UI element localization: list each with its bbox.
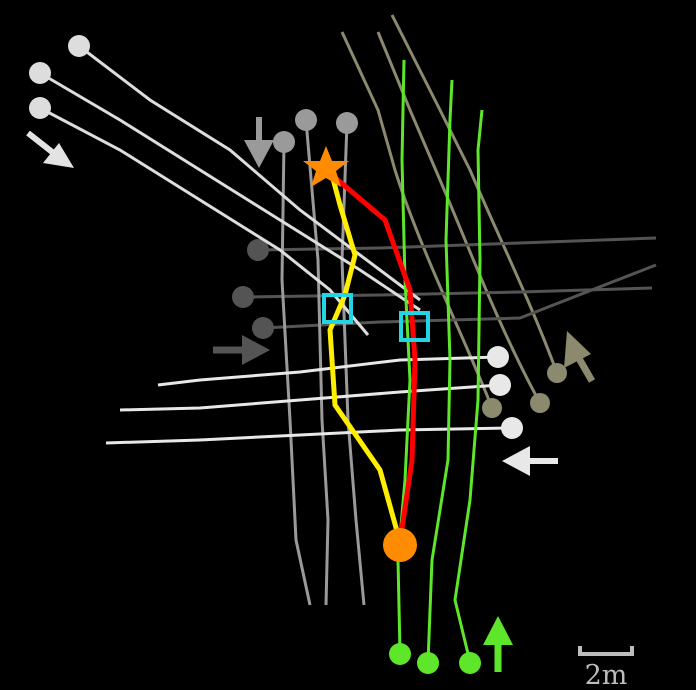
gray-dot: [273, 131, 295, 153]
conflict-marker-2: [399, 311, 430, 342]
white-dot: [68, 35, 90, 57]
white-dot: [489, 374, 511, 396]
arrow-up-left-icon: [564, 331, 596, 383]
scale-bar-label: 2m: [585, 660, 628, 690]
green-dot: [417, 652, 439, 674]
green-path-1: [396, 59, 412, 653]
arrow-up-icon: [483, 616, 513, 672]
green-start-dots: [389, 643, 481, 674]
conflict-marker-1: [322, 293, 353, 324]
white-dot: [29, 62, 51, 84]
ego-goal-star: [303, 146, 349, 187]
khaki-dot: [530, 393, 550, 413]
gray-dot: [336, 112, 358, 134]
gray-start-dots: [273, 109, 358, 153]
darkgray-path-2: [242, 286, 653, 299]
green-dot: [459, 652, 481, 674]
arrow-left-icon: [502, 446, 558, 476]
white-diag-path-2: [39, 71, 421, 312]
gray-dot: [295, 109, 317, 131]
white-horiz-start-dots: [487, 346, 523, 439]
white-diag-path-3: [39, 106, 370, 336]
white-diag-trajectories: [39, 44, 421, 336]
white-dot: [487, 346, 509, 368]
gray-path-2: [304, 119, 330, 606]
arrow-down-icon: [244, 117, 274, 168]
white-diag-path-1: [78, 44, 421, 302]
white-horiz-path-2: [119, 383, 501, 412]
white-diag-start-dots: [29, 35, 90, 119]
khaki-start-dots: [482, 363, 567, 418]
darkgray-path-1: [257, 236, 657, 252]
khaki-path-3: [390, 14, 559, 374]
khaki-dot: [482, 398, 502, 418]
white-horiz-path-3: [105, 426, 513, 445]
darkgray-start-dots: [232, 239, 274, 339]
white-horiz-trajectories: [105, 355, 513, 445]
darkgray-dot: [252, 317, 274, 339]
green-dot: [389, 643, 411, 665]
white-dot: [501, 417, 523, 439]
white-dot: [29, 97, 51, 119]
darkgray-dot: [232, 286, 254, 308]
arrow-right-icon: [213, 335, 270, 365]
ego-path-yellow: [327, 174, 403, 543]
green-path-2: [426, 79, 454, 663]
khaki-path-1: [340, 31, 494, 409]
khaki-dot: [547, 363, 567, 383]
gray-path-1: [280, 141, 312, 606]
ego-start-circle: [383, 528, 417, 562]
ego-path-red: [330, 173, 418, 543]
arrow-down-right-icon: [26, 130, 74, 168]
white-horiz-path-1: [157, 355, 499, 387]
green-path-3: [453, 109, 484, 663]
darkgray-dot: [247, 239, 269, 261]
scale-bar: [578, 646, 634, 656]
